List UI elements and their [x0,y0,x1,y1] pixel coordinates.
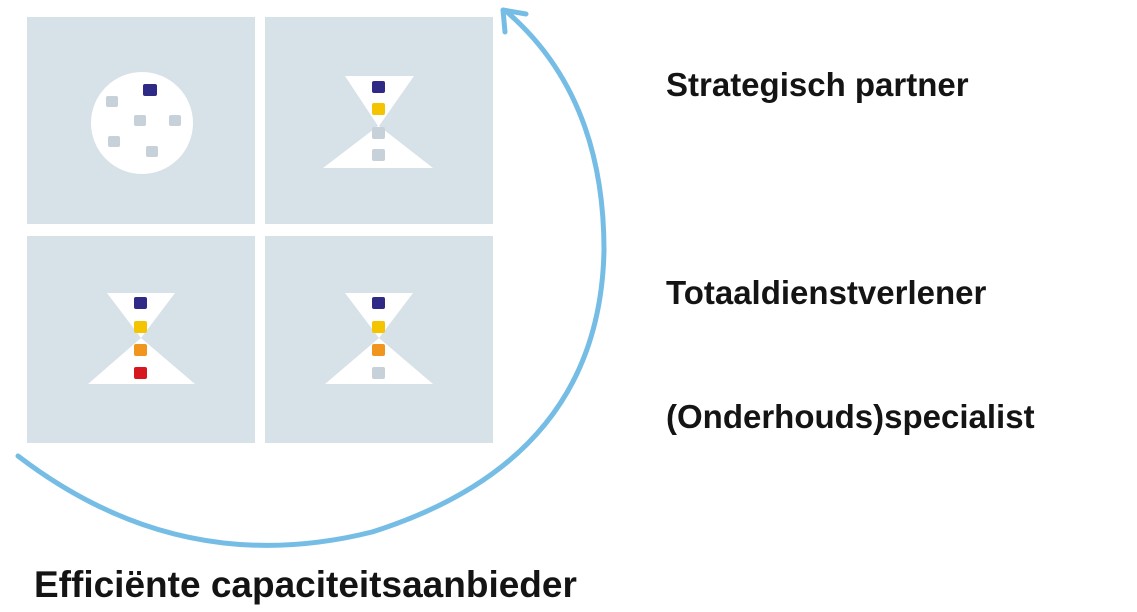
grey-square [372,149,385,161]
label-maintenance-specialist: (Onderhouds)specialist [666,398,1035,435]
navy-square [372,81,385,93]
grey-square [106,96,118,107]
red-square [134,367,147,379]
navy-square [134,297,147,309]
label-strategic-partner: Strategisch partner [666,66,969,103]
yellow-square [134,321,147,333]
circle-cluster-icon [91,72,193,174]
hourglass-shape [323,76,433,168]
label-efficient-capacity-provider: Efficiënte capaciteitsaanbieder [34,564,577,605]
hourglass-icon [323,76,433,168]
orange-square [372,344,385,356]
hourglass-icon [88,293,195,384]
navy-square [372,297,385,309]
hourglass-icon [325,293,433,384]
grey-square [134,115,146,126]
grey-square [146,146,158,157]
orange-square [134,344,147,356]
grey-square [372,367,385,379]
label-total-service-provider: Totaaldienstverlener [666,274,987,311]
circular-arrow-icon [15,7,607,548]
grey-square [169,115,181,126]
hourglass-shape [88,293,195,384]
cycle-arrow-head [500,7,529,35]
hourglass-shape [325,293,433,384]
grey-square [372,127,385,139]
navy-square [143,84,157,96]
cycle-arrow-path [15,9,607,548]
yellow-square [372,321,385,333]
yellow-square [372,103,385,115]
grey-square [108,136,120,147]
